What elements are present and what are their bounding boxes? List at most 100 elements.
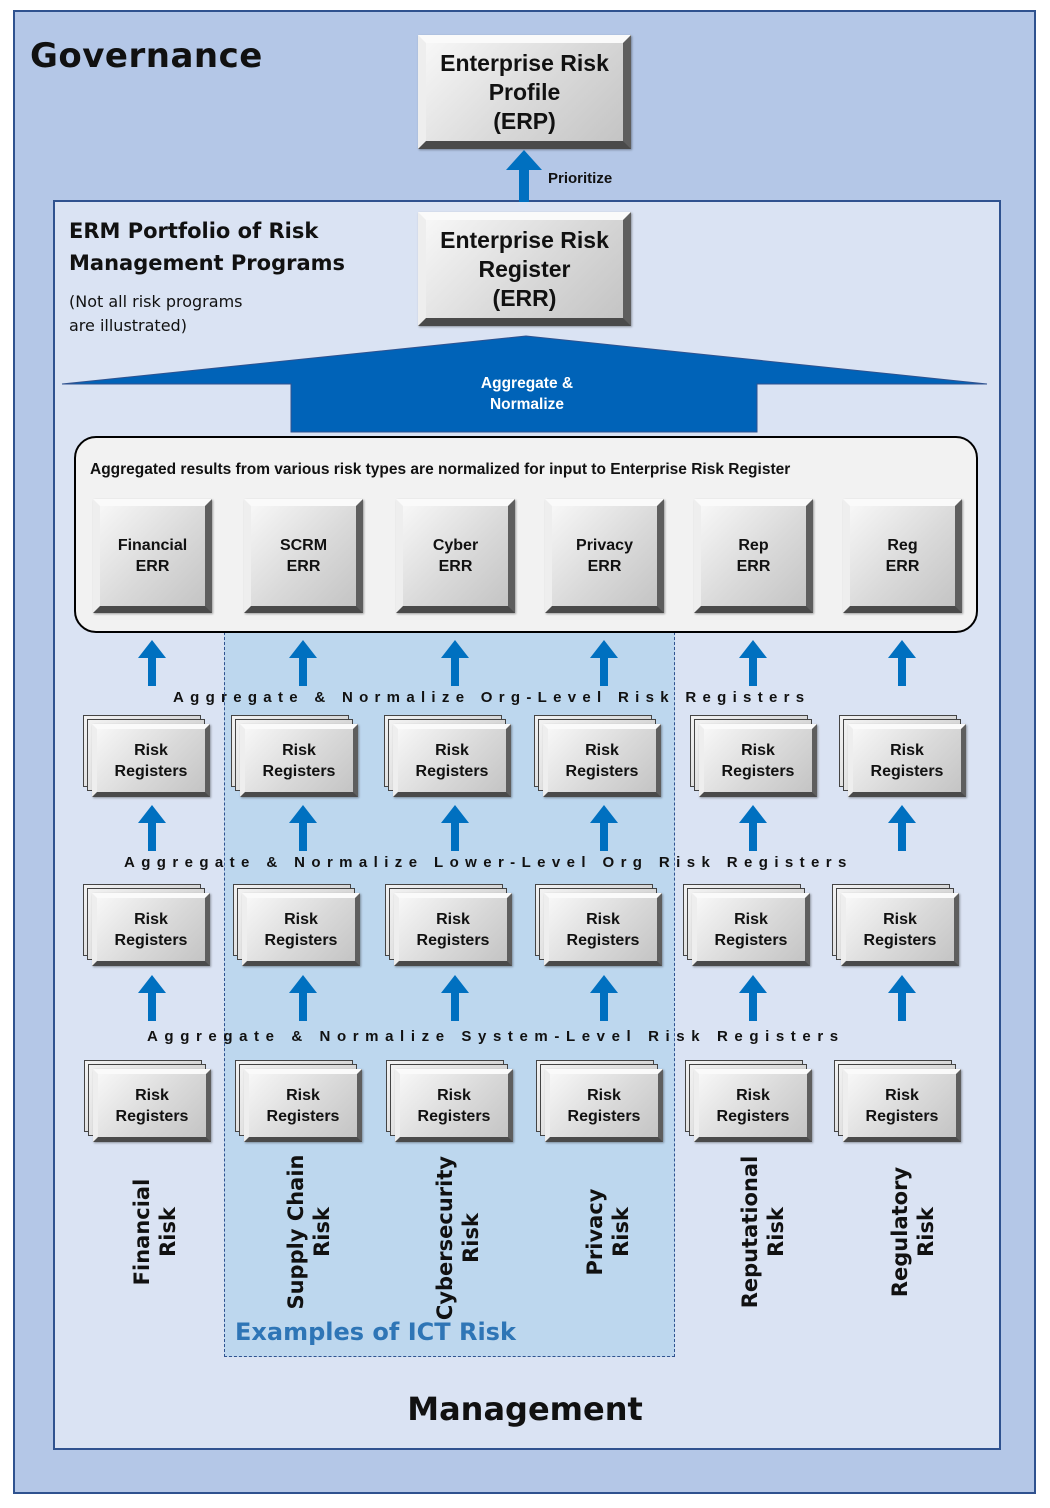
register-sublabel: Registers xyxy=(415,762,489,780)
err-box-sublabel: ERR xyxy=(885,558,920,575)
management-title: Management xyxy=(407,1390,643,1428)
up-arrow xyxy=(739,805,767,851)
panel-caption: Aggregated results from various risk typ… xyxy=(90,461,791,478)
register-label: Risk xyxy=(134,910,168,928)
register-sublabel: Registers xyxy=(863,931,937,949)
register-sublabel: Registers xyxy=(114,762,188,780)
register-label: Risk xyxy=(883,910,917,928)
err-box-sublabel: ERR xyxy=(587,558,622,575)
up-arrow xyxy=(289,640,317,686)
up-arrow xyxy=(888,640,916,686)
regulatory-risk-label: Regulatory Risk xyxy=(887,1152,939,1312)
erm-title-line-1: ERM Portfolio of Risk xyxy=(69,219,319,243)
up-arrow xyxy=(441,805,469,851)
up-arrow xyxy=(739,975,767,1021)
rep-err-box: Rep ERR xyxy=(694,499,813,613)
register-sublabel: Registers xyxy=(865,1107,939,1125)
register-label: Risk xyxy=(284,910,318,928)
aggregate-arrow-line-1: Aggregate & xyxy=(480,375,574,392)
up-arrow xyxy=(138,805,166,851)
erm-title: ERM Portfolio of Risk Management Program… xyxy=(69,215,345,279)
erp-line-1: Enterprise Risk xyxy=(440,49,609,76)
erm-note-line-2: are illustrated) xyxy=(69,316,187,335)
register-sublabel: Registers xyxy=(567,1107,641,1125)
register-label: Risk xyxy=(586,910,620,928)
err-line-2: Register xyxy=(478,255,571,282)
register-label: Risk xyxy=(587,1086,621,1104)
register-label: Risk xyxy=(736,1086,770,1104)
risk-type-suffix: Risk xyxy=(459,1213,483,1263)
err-box-label: Privacy xyxy=(576,537,633,554)
register-label: Risk xyxy=(286,1086,320,1104)
register-label: Risk xyxy=(282,741,316,759)
supply-chain-risk-label: Supply Chain Risk xyxy=(283,1152,335,1312)
err-box-label: Cyber xyxy=(432,537,479,554)
erm-note-line-1: (Not all risk programs xyxy=(69,292,243,311)
err-box: Enterprise Risk Register (ERR) xyxy=(418,212,631,326)
register-sublabel: Registers xyxy=(566,931,640,949)
scrm-err-box: SCRM ERR xyxy=(244,499,363,613)
up-arrow xyxy=(289,975,317,1021)
register-label: Risk xyxy=(135,1086,169,1104)
register-sublabel: Registers xyxy=(266,1107,340,1125)
risk-type-name: Financial xyxy=(130,1178,154,1286)
risk-type-name: Reputational xyxy=(738,1155,762,1309)
system-level-tier-label: Aggregate & Normalize System-Level Risk … xyxy=(147,1028,845,1045)
lower-level-tier-label: Aggregate & Normalize Lower-Level Org Ri… xyxy=(124,854,853,871)
aggregate-normalize-arrow xyxy=(61,335,988,433)
up-arrow xyxy=(590,640,618,686)
err-box-label: Reg xyxy=(887,537,918,554)
risk-type-name: Regulatory xyxy=(888,1166,912,1298)
register-sublabel: Registers xyxy=(264,931,338,949)
err-line-1: Enterprise Risk xyxy=(440,226,609,253)
financial-err-box: Financial ERR xyxy=(93,499,212,613)
risk-type-suffix: Risk xyxy=(764,1207,788,1257)
register-label: Risk xyxy=(437,1086,471,1104)
erm-title-line-2: Management Programs xyxy=(69,251,346,275)
register-label: Risk xyxy=(890,741,924,759)
register-label: Risk xyxy=(134,741,168,759)
up-arrow xyxy=(590,975,618,1021)
register-sublabel: Registers xyxy=(565,762,639,780)
register-sublabel: Registers xyxy=(870,762,944,780)
prioritize-label: Prioritize xyxy=(548,170,613,187)
err-box-label: Rep xyxy=(738,537,769,554)
register-label: Risk xyxy=(741,741,775,759)
err-box-sublabel: ERR xyxy=(286,558,321,575)
erp-box: Enterprise Risk Profile (ERP) xyxy=(418,35,631,149)
org-level-tier-label: Aggregate & Normalize Org-Level Risk Reg… xyxy=(173,689,811,706)
erp-line-2: Profile xyxy=(488,78,561,105)
erp-line-3: (ERP) xyxy=(493,107,556,134)
up-arrow xyxy=(289,805,317,851)
risk-type-name: Cybersecurity xyxy=(433,1155,457,1321)
risk-type-suffix: Risk xyxy=(156,1207,180,1257)
register-label: Risk xyxy=(585,741,619,759)
reputational-risk-label: Reputational Risk xyxy=(737,1152,789,1312)
register-sublabel: Registers xyxy=(114,931,188,949)
ict-risk-label: Examples of ICT Risk xyxy=(235,1318,516,1346)
err-box-sublabel: ERR xyxy=(135,558,170,575)
risk-type-suffix: Risk xyxy=(310,1207,334,1257)
register-label: Risk xyxy=(435,741,469,759)
err-box-sublabel: ERR xyxy=(736,558,771,575)
financial-risk-label: Financial Risk xyxy=(129,1162,181,1302)
up-arrow xyxy=(739,640,767,686)
risk-type-suffix: Risk xyxy=(609,1207,633,1257)
up-arrow xyxy=(888,805,916,851)
aggregate-arrow-line-2: Normalize xyxy=(489,396,565,413)
reg-err-box: Reg ERR xyxy=(843,499,962,613)
